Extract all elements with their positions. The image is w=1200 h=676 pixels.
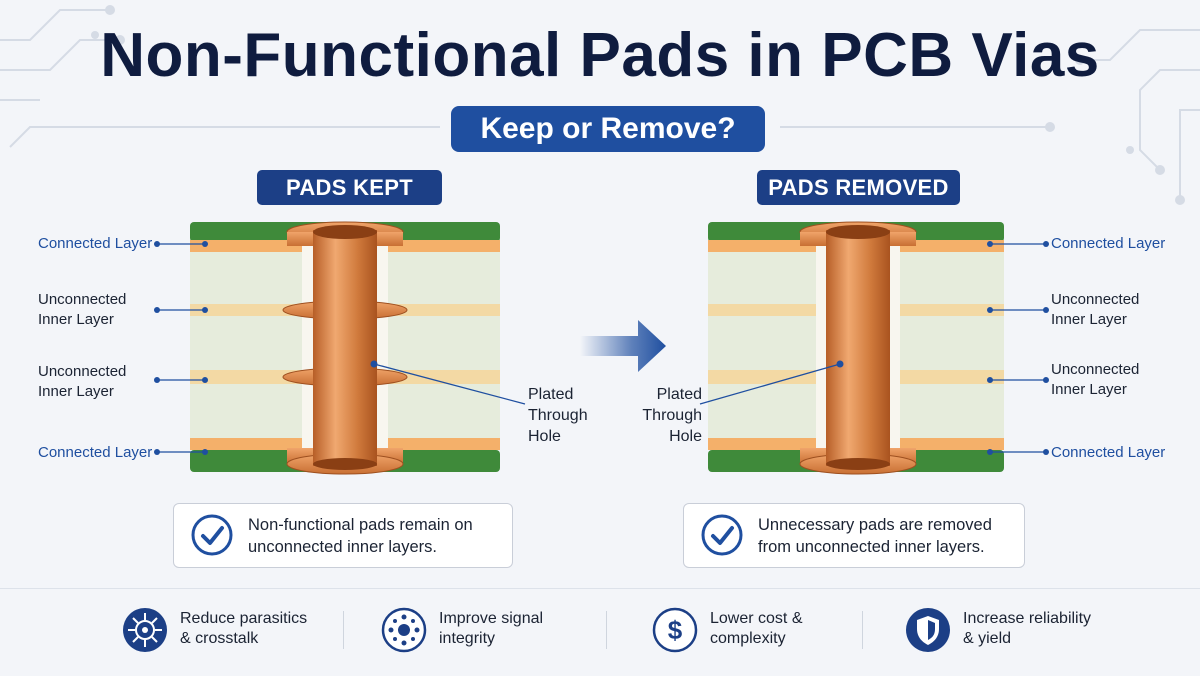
pads-removed-caption-box: Unnecessary pads are removed from unconn… [683,503,1025,568]
benefit-parasitics-text: Reduce parasitics & crosstalk [180,610,308,647]
right-connected-layer-bottom-label: Connected Layer [1051,444,1166,461]
pads-removed-label: PADS REMOVED [757,170,960,205]
pads-kept-label: PADS KEPT [257,170,442,205]
svg-text:$: $ [668,615,683,645]
dollar-icon: $ [652,607,698,653]
right-connected-layer-top-label: Connected Layer [1051,235,1166,252]
left-unconnected-layer-1-label: Unconnected Inner Layer [38,291,127,328]
benefit-cost-text: Lower cost & complexity [710,610,803,647]
check-circle-icon [191,514,233,556]
left-unconnected-layer-2-label: Unconnected Inner Layer [38,363,127,400]
pads-kept-cross-section [190,221,500,475]
pads-removed-caption: Unnecessary pads are removed from unconn… [758,516,992,556]
pads-kept-caption: Non-functional pads remain on unconnecte… [248,516,473,556]
signal-integrity-icon [381,607,427,653]
right-plated-through-hole-label: Plated Through Hole [642,386,702,445]
benefit-reliability-text: Increase reliability & yield [963,610,1092,647]
benefits-footer: Reduce parasitics & crosstalk Improve si… [0,588,1200,676]
pads-removed-cross-section [708,221,1004,475]
right-unconnected-layer-1-label: Unconnected Inner Layer [1051,291,1140,328]
plated-barrel [313,230,377,466]
subtitle-badge: Keep or Remove? [451,106,765,152]
footer-divider [606,611,607,649]
parasitics-icon [123,608,167,652]
footer-divider [343,611,344,649]
right-unconnected-layer-2-label: Unconnected Inner Layer [1051,361,1140,398]
plated-barrel [826,230,890,466]
footer-divider [862,611,863,649]
page-title: Non-Functional Pads in PCB Vias [100,21,1100,90]
check-circle-icon [701,514,743,556]
left-plated-through-hole-label: Plated Through Hole [528,386,588,445]
pads-kept-caption-box: Non-functional pads remain on unconnecte… [173,503,513,568]
transition-arrow [580,320,666,372]
left-connected-layer-bottom-label: Connected Layer [38,444,153,461]
left-connected-layer-top-label: Connected Layer [38,235,153,252]
shield-icon [906,608,950,652]
benefit-signal-integrity-text: Improve signal integrity [439,610,544,647]
